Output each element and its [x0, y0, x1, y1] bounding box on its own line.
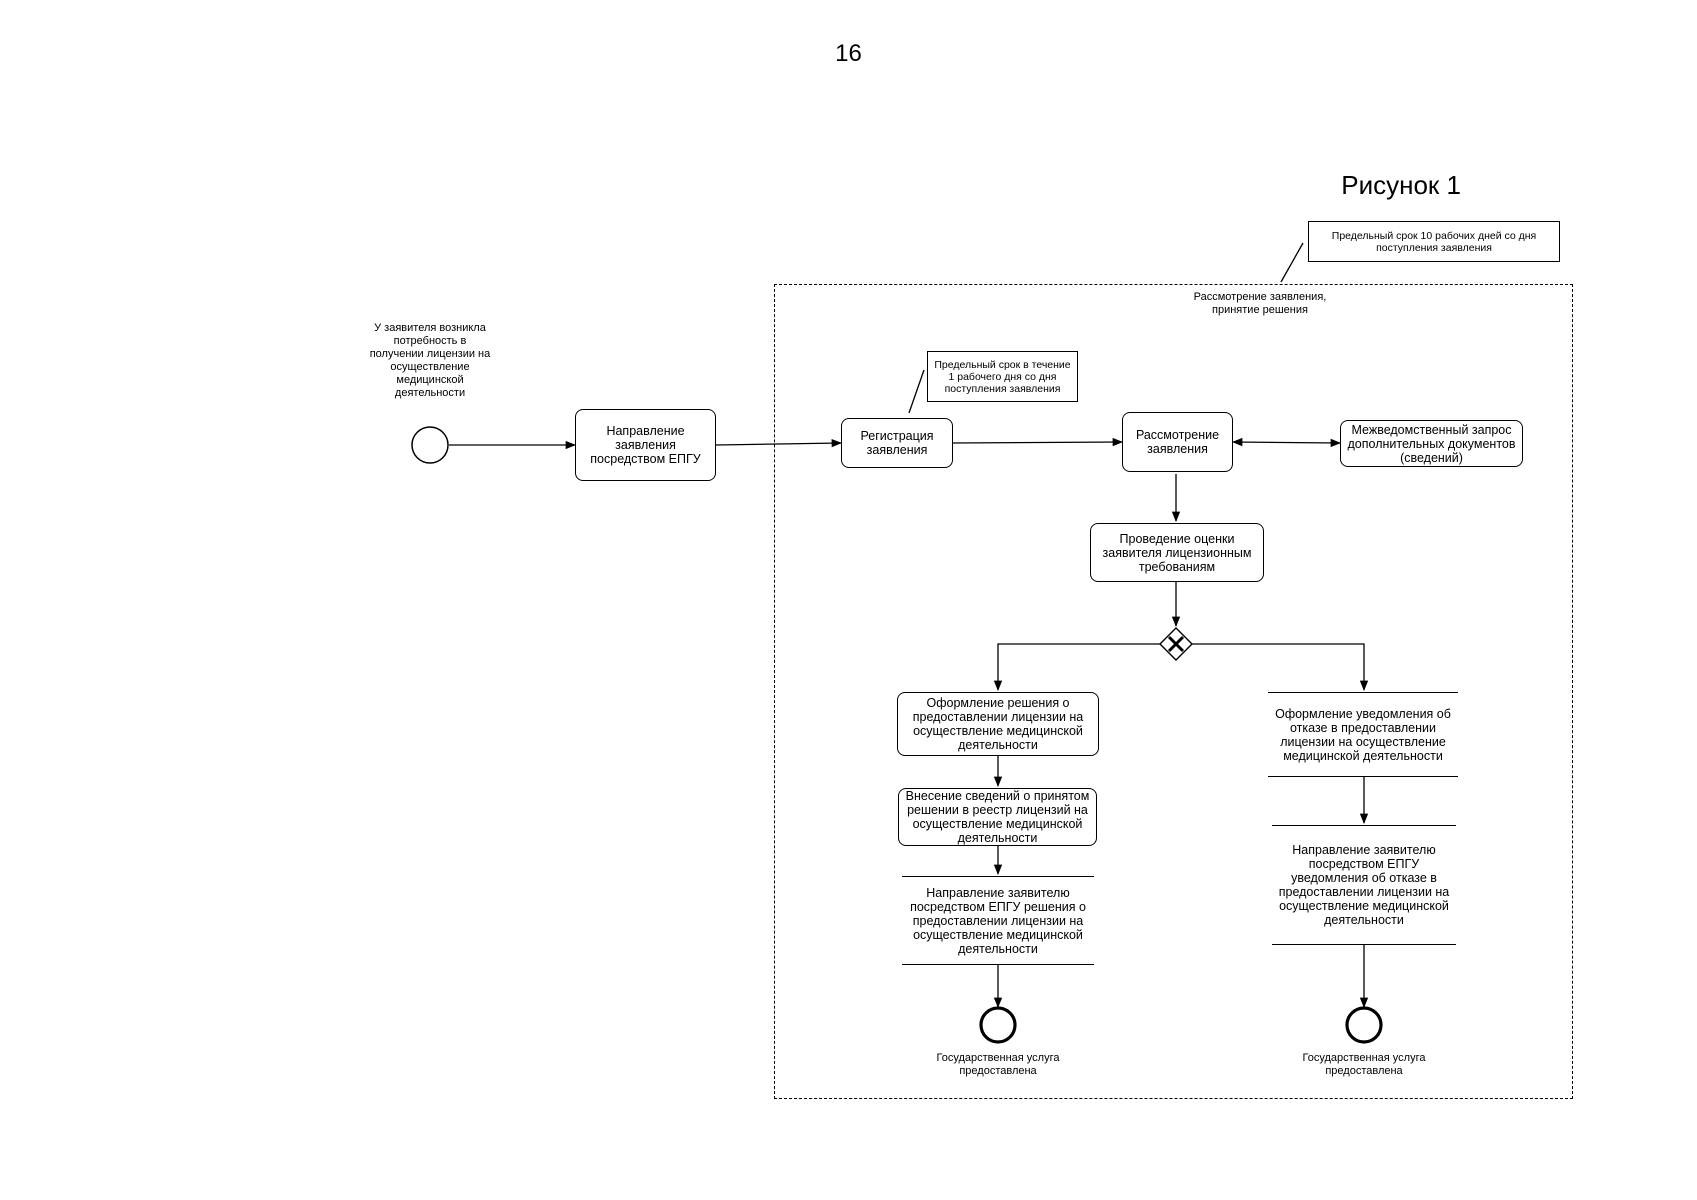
task-assessment: Проведение оценки заявителя лицензионным… [1090, 523, 1264, 582]
figure-label: Рисунок 1 [1341, 170, 1461, 200]
note-deadline-10-days: Предельный срок 10 рабочих дней со дня п… [1308, 221, 1560, 262]
end-event-left-circle [979, 1006, 1017, 1044]
start-event-label: У заявителя возникла потребность в получ… [369, 322, 491, 399]
note-leader-10-days [1280, 242, 1304, 283]
review-pool [774, 284, 1573, 1099]
flow-review-interagency [1231, 437, 1342, 448]
task-send-grant: Направление заявителю посредством ЕПГУ р… [902, 876, 1094, 965]
flow-registration-to-review [952, 437, 1124, 447]
end-event-right-label: Государственная услуга предоставлена [1302, 1052, 1426, 1077]
end-event-right-circle [1345, 1006, 1383, 1044]
flow-gateway-to-grant [993, 643, 1161, 692]
task-send-refusal: Направление заявителю посредством ЕПГУ у… [1272, 825, 1456, 945]
task-grant-decision: Оформление решения о предоставлении лице… [897, 692, 1099, 756]
task-submit-via-epgu: Направление заявления посредством ЕПГУ [575, 409, 716, 481]
task-review: Рассмотрение заявления [1122, 412, 1233, 472]
page-number: 16 [835, 40, 862, 67]
task-interagency-request: Межведомственный запрос дополнительных д… [1340, 420, 1523, 467]
note-leader-1-day [908, 369, 925, 414]
start-event-circle [411, 426, 449, 464]
flow-gateway-to-refusal [1191, 643, 1369, 692]
note-deadline-1-day: Предельный срок в течение 1 рабочего дня… [927, 351, 1078, 402]
end-event-left-label: Государственная услуга предоставлена [936, 1052, 1060, 1077]
exclusive-gateway-x-icon [1159, 627, 1193, 661]
task-refusal-notice: Оформление уведомления об отказе в предо… [1268, 692, 1458, 777]
task-registry-entry: Внесение сведений о принятом решении в р… [898, 788, 1097, 846]
flow-submit-to-registration [715, 438, 843, 448]
task-registration: Регистрация заявления [841, 418, 953, 468]
pool-label: Рассмотрение заявления, принятие решения [1193, 291, 1327, 316]
